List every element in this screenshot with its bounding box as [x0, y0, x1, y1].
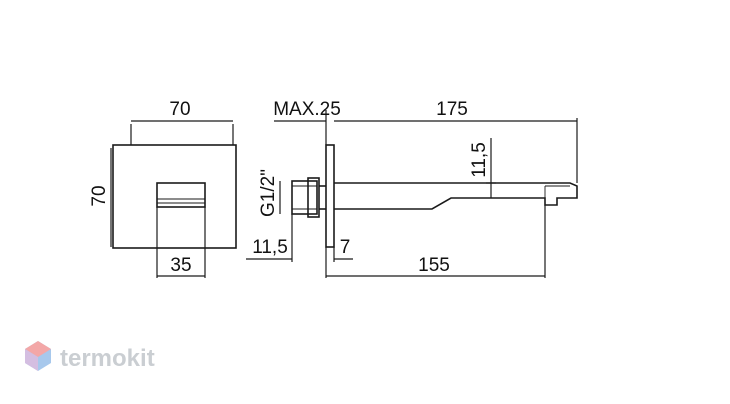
dim-thread-offset: 11,5 [252, 237, 288, 258]
front-view: 70 70 35 [89, 99, 237, 278]
connector-body [291, 180, 318, 215]
watermark-brand: termokit [60, 345, 155, 372]
dim-front-width: 70 [169, 99, 190, 120]
termokit-logo-icon [25, 341, 51, 371]
wall-plate [325, 144, 335, 248]
watermark: termokit [25, 341, 155, 372]
spout-outline [334, 182, 578, 210]
dim-spout-thickness: 11,5 [469, 142, 490, 178]
side-view: MAX.25 175 11,5 G1/2" 11,5 7 155 [246, 99, 578, 278]
dim-front-spout-width: 35 [170, 255, 191, 276]
dim-plate-thickness: 7 [340, 237, 351, 258]
dim-spout-length: 155 [418, 255, 450, 276]
front-plate [112, 144, 237, 249]
dim-max-wall: MAX.25 [273, 99, 341, 120]
dim-spout-length-total: 175 [436, 99, 468, 120]
front-spout-outline [156, 182, 206, 208]
connector-nut [307, 177, 320, 218]
dim-thread: G1/2" [258, 169, 279, 217]
dim-front-height: 70 [89, 185, 110, 206]
